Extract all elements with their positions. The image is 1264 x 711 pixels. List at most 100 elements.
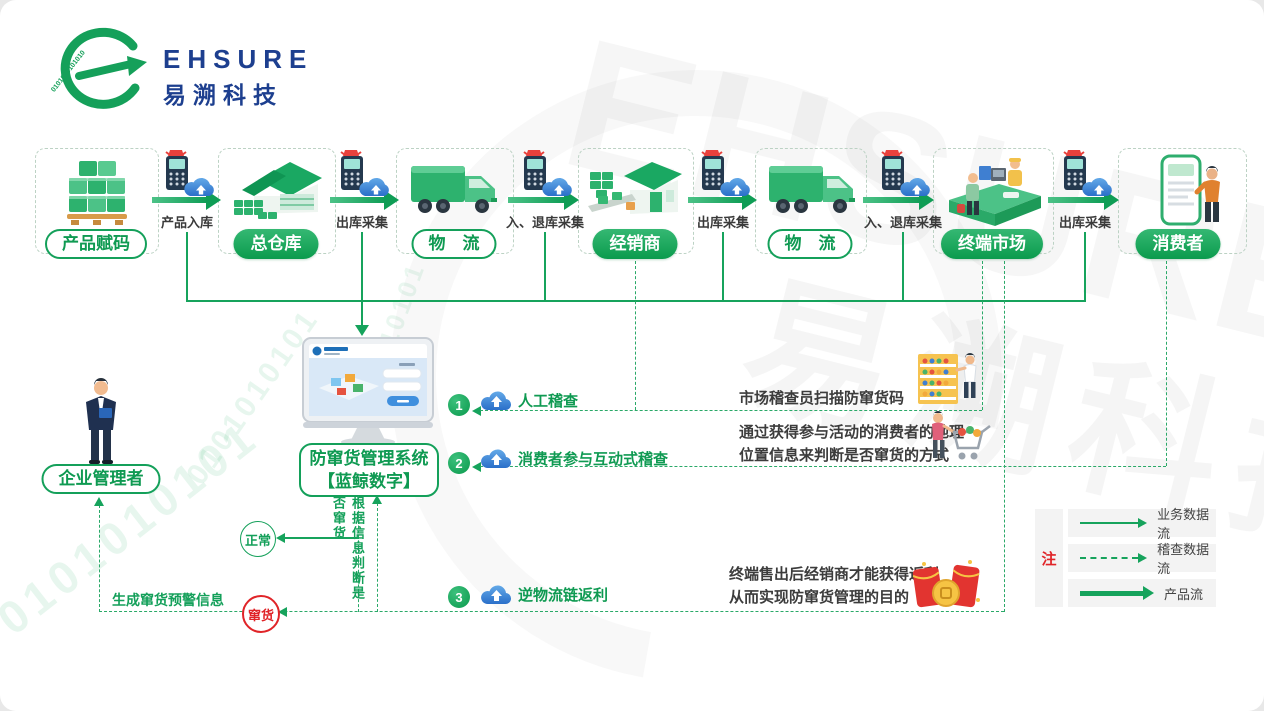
pda-scanner-cloud-icon [340,150,389,197]
inspection-3-title: 逆物流链返利 [518,587,609,604]
bus-drop-line [1084,232,1086,300]
legend-row-business: 业务数据流 [1068,507,1216,541]
bus-drop-line [186,232,188,300]
bus-drop-line [722,232,724,300]
link-label: 出库采集 [335,215,389,230]
legend-row-inspection: 稽查数据流 [1068,542,1216,576]
normal-result-line [280,537,359,539]
node-label-consumer: 消费者 [1135,229,1221,259]
shopper-cart-icon [932,411,991,460]
legend-solid-arrow-icon [1080,518,1148,528]
node-label-distributor: 经销商 [592,229,678,259]
legend-row-product: 产品流 [1068,579,1216,607]
legend-label: 稽查数据流 [1157,542,1210,576]
inspection-3-desc-line2: 从而实现防窜货管理的目的 [729,589,910,606]
node-label-logistics-1: 物 流 [411,229,497,259]
link-label: 出库采集 [1058,215,1112,230]
bus-line [186,300,1086,302]
consumer-icon [1160,154,1220,226]
inspection-2-number: 2 [448,452,470,474]
legend-dashed-arrow-icon [1080,553,1148,563]
return-to-system-arrowhead [372,495,382,504]
bus-drop-line [902,232,904,300]
inspect-line-terminal-1 [982,261,983,410]
link-label: 产品入库 [160,215,214,230]
shelf-inspector-icon [918,353,977,404]
product-flow-arrow [152,197,208,203]
legend-note-cell: 注 [1035,509,1063,607]
system-monitor-icon [302,337,434,446]
judgement-vertical-note: 根据信息判断是否窜货 [331,496,365,601]
inspection-1-title: 人工稽查 [518,393,579,410]
legend-label: 产品流 [1164,586,1204,602]
node-label-main-warehouse: 总仓库 [233,229,319,259]
manager-label: 企业管理者 [41,464,161,494]
pda-scanner-cloud-icon [523,150,572,197]
inspection-3-number: 3 [448,586,470,608]
warning-text: 生成窜货预警信息 [112,592,224,608]
bus-to-system-line [361,232,363,326]
inspection-2-arrowhead [472,462,481,472]
brand-logo: 0101010101010 EHSURE 易溯科技 [45,26,365,116]
brand-name-cn: 易溯科技 [163,83,283,108]
inspection-2-desc-line2: 位置信息来判断是否窜货的方式 [739,447,950,464]
product-flow-arrow [863,197,921,203]
node-label-terminal-market: 终端市场 [941,229,1043,259]
inspection-1-number: 1 [448,394,470,416]
terminal-market-icon [949,158,1041,226]
brand-name-en: EHSURE [163,44,314,74]
cloud-upload-icon [481,449,512,469]
product-flow-arrow [330,197,386,203]
inspect-line-consumer [1166,261,1167,466]
system-name-label: 防窜货管理系统 【蓝鲸数字】 [299,443,439,497]
inspection-1-desc: 市场稽查员扫描防窜货码 [739,390,905,407]
inspect-line-terminal-2 [1004,261,1005,612]
brand-logo-swirl-icon: 0101010101010 [50,27,147,109]
legend-thick-arrow-icon [1080,586,1154,600]
normal-result-arrowhead [276,533,285,543]
result-normal-circle: 正常 [240,521,276,557]
pda-scanner-cloud-icon [165,150,214,197]
link-label: 入、退库采集 [505,215,585,230]
product-flow-arrow [1048,197,1106,203]
pda-scanner-cloud-icon [701,150,750,197]
main-warehouse-icon [234,162,322,219]
distributor-icon [588,162,682,214]
link-label: 出库采集 [696,215,750,230]
link-label: 入、退库采集 [863,215,943,230]
inspection-2-title: 消费者参与互动式稽查 [518,451,669,468]
warning-to-manager-arrowhead [94,497,104,506]
inspection-2-line [480,466,1166,467]
product-coding-icon [67,161,127,225]
product-flow-arrow [688,197,744,203]
logistics-truck-icon [769,166,855,213]
system-name-line2: 【蓝鲸数字】 [318,472,420,491]
divert-result-arrowhead [278,607,287,617]
inspection-3-desc-line1: 终端售出后经销商才能获得返利 [729,566,940,583]
inspect-line-distributor [635,261,636,410]
result-divert-circle: 窜货 [242,595,280,633]
cloud-upload-icon [481,391,512,411]
divert-result-line [99,611,1004,612]
legend-note: 注 [1041,550,1057,568]
product-flow-arrow [508,197,566,203]
cloud-upload-icon [481,585,512,605]
bus-drop-line [544,232,546,300]
legend-label: 业务数据流 [1157,507,1210,541]
pda-scanner-cloud-icon [1063,150,1112,197]
inspection-1-arrowhead [472,406,481,416]
node-label-logistics-2: 物 流 [767,229,853,259]
system-judge-down-line [358,496,359,612]
inspection-1-line [480,410,982,411]
manager-person-icon [86,378,116,464]
product-flow-arrowhead [384,190,399,210]
warning-to-manager-line [99,505,100,612]
logistics-truck-icon [411,166,497,213]
inspection-2-desc-line1: 通过获得参与活动的消费者的地理 [739,424,965,441]
red-packet-rebate-icon [912,560,980,608]
pda-scanner-cloud-icon [881,150,930,197]
node-label-product-coding: 产品赋码 [45,229,147,259]
return-to-system-line [377,503,378,612]
bus-to-system-arrowhead [355,325,369,336]
